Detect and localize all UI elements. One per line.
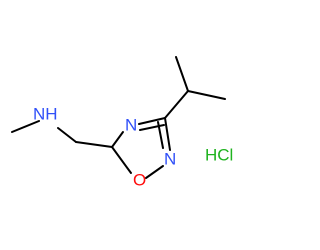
bond-o1-n2	[145, 165, 164, 179]
bond-c5-ch2	[75, 141, 113, 148]
atom-ring-n-top: N	[125, 115, 137, 134]
structure-canvas: NH N N O HCl	[11, 56, 234, 190]
bond-nh-methyl	[11, 120, 40, 133]
bonds	[11, 56, 226, 179]
bond-isopropyl-methyl-right	[187, 90, 226, 100]
molecule-drawing: NH N N O HCl	[11, 56, 233, 189]
bond-c5-o1	[111, 146, 132, 174]
bond-n2-c3	[164, 117, 171, 151]
salt-hcl: HCl	[205, 145, 233, 164]
bond-c3-n4	[138, 117, 166, 125]
atom-ring-n-bottom: N	[164, 149, 176, 168]
atom-labels: NH N N O HCl	[33, 104, 233, 189]
bond-c3-n4-double	[139, 124, 165, 131]
bond-isopropyl-ring	[164, 90, 189, 119]
bond-isopropyl-methyl-top	[175, 56, 189, 92]
bond-n2-c3-double	[157, 121, 164, 149]
bond-n4-c5	[111, 131, 124, 148]
bond-ch2-nh	[57, 127, 77, 143]
atom-nh: NH	[33, 104, 58, 123]
atom-ring-o: O	[133, 170, 146, 189]
